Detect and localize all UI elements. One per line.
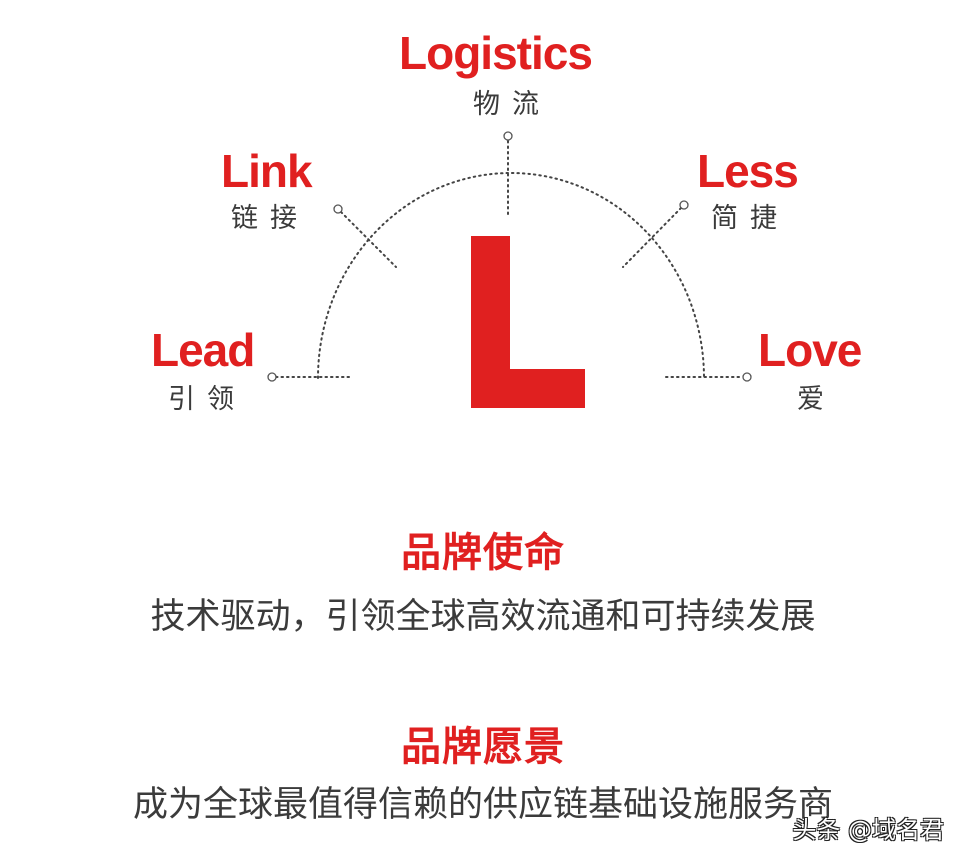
love-node-icon: [742, 372, 752, 382]
link-label-en: Link: [221, 145, 313, 197]
lead-label-cn: 引领: [168, 384, 246, 415]
love-label-en: Love: [758, 324, 862, 376]
logistics-node-icon: [503, 131, 513, 141]
logistics-label-cn: 物流: [473, 89, 551, 120]
link-label-cn: 链接: [231, 203, 309, 234]
link-connector: [340, 211, 397, 268]
logistics-label-en: Logistics: [399, 27, 593, 79]
dotted-arc: [317, 172, 705, 379]
lead-node-icon: [267, 372, 277, 382]
less-label-en: Less: [697, 145, 799, 197]
center-letter-l: [471, 236, 585, 408]
less-label-cn: 简捷: [711, 203, 789, 234]
link-node-icon: [333, 204, 343, 214]
watermark: 头条 @域名君: [792, 816, 944, 844]
love-label-cn: 爱: [797, 384, 824, 415]
less-node-icon: [679, 200, 689, 210]
vision-heading: 品牌愿景: [401, 724, 565, 770]
arc-diagram: [267, 131, 752, 408]
lead-label-en: Lead: [151, 324, 255, 376]
mission-statement: 技术驱动，引领全球高效流通和可持续发展: [150, 597, 816, 637]
vision-statement: 成为全球最值得信赖的供应链基础设施服务商: [132, 785, 833, 825]
mission-heading: 品牌使命: [401, 530, 565, 576]
